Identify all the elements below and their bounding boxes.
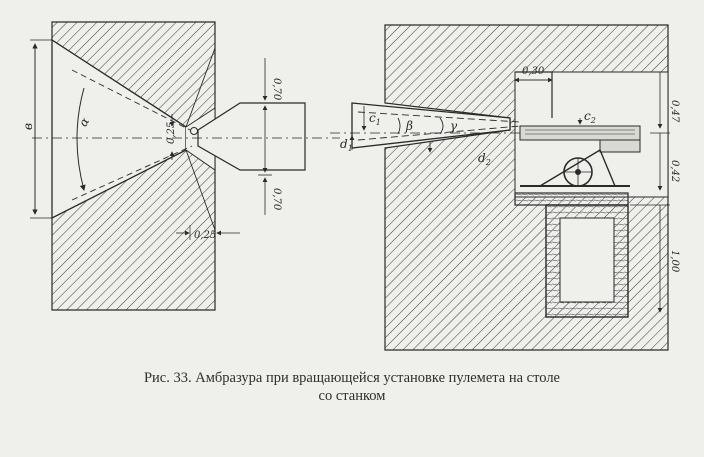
figure-caption: Рис. 33. Амбразура при вращающейся устан… [0,369,704,405]
label-b: в [21,123,35,130]
caption-line-1: Рис. 33. Амбразура при вращающейся устан… [143,370,560,386]
label-c1: c1 [369,111,381,127]
machine-gun [519,125,641,187]
label-0-47: 0,47 [669,100,680,123]
label-1-00: 1,00 [669,250,680,273]
label-beta: β [405,119,413,133]
label-0-25-bottom: 0,25 [194,230,216,241]
label-0-70-top: 0,70 [271,78,282,101]
plan-view [30,21,340,311]
label-d1: d1 [340,137,353,153]
label-d2: d2 [478,151,491,167]
label-0-30: 0,30 [522,66,545,77]
table-top [514,192,629,206]
pivot-point [190,127,198,135]
label-c2: c2 [584,109,596,125]
label-0-42: 0,42 [669,160,680,182]
caption-line-2: со станком [318,388,386,404]
label-0-25-left: 0,25 [166,122,177,144]
section-view [330,24,670,351]
table-opening [559,217,615,303]
label-0-70-bottom: 0,70 [271,188,282,211]
label-gamma: γ [450,119,458,133]
outlet-tube [197,102,306,171]
